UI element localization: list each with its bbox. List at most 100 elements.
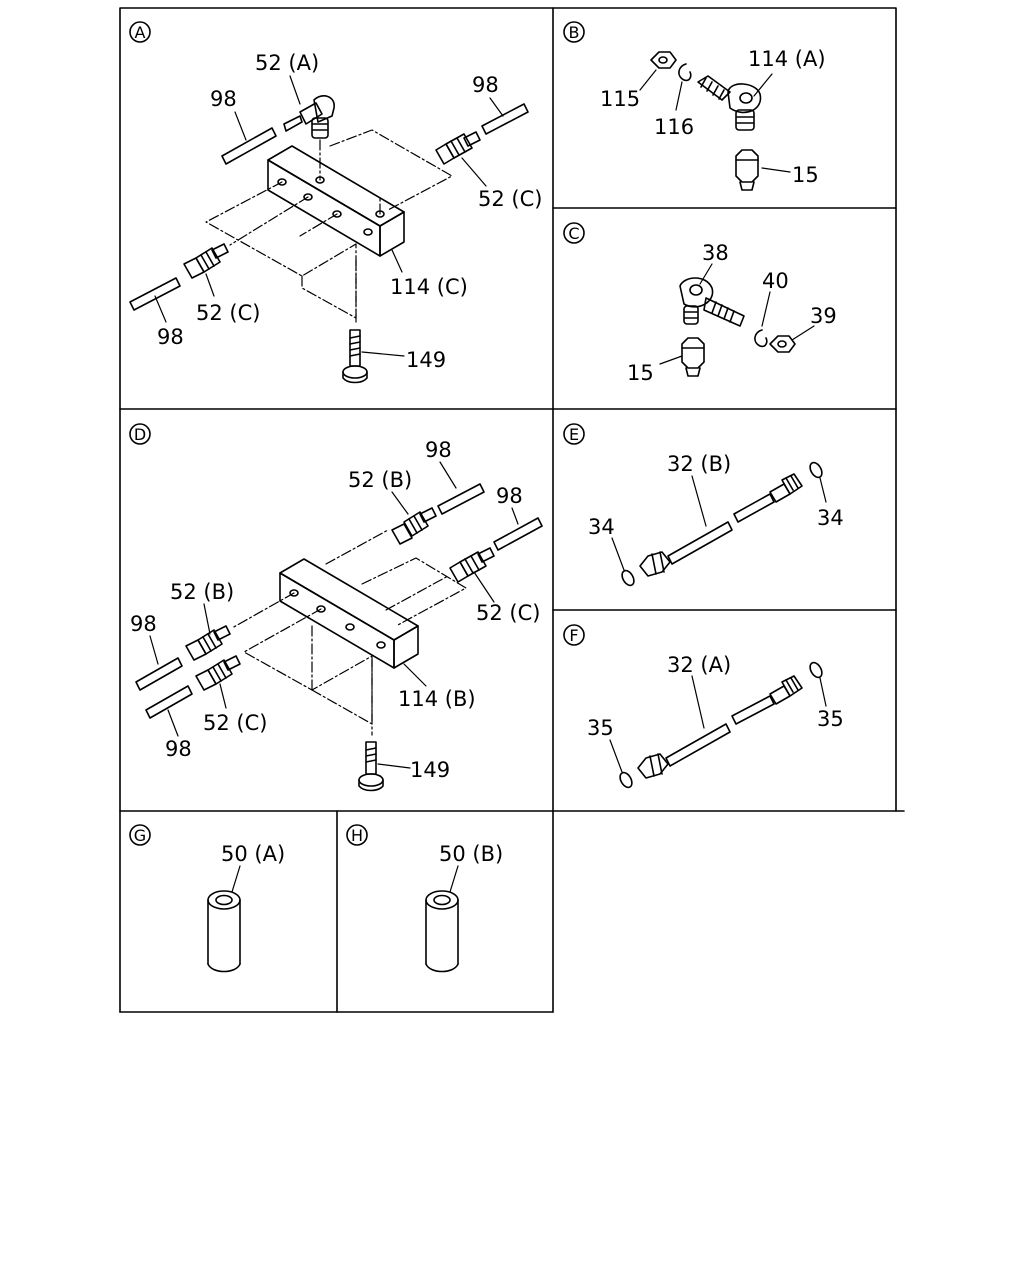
- svg-text:A: A: [135, 23, 146, 42]
- alignment-lines-d: [231, 529, 467, 736]
- panel-letter-e: E: [563, 423, 585, 445]
- fitting-52c-right: [435, 131, 481, 165]
- callout-34-right: 34: [817, 506, 844, 530]
- washer-35-right: [809, 661, 823, 679]
- callout-98-left-2: 98: [165, 737, 192, 761]
- panel-letter-h: H: [346, 824, 368, 846]
- pipe-98-lower-left: [129, 277, 181, 311]
- callout-98-right: 98: [472, 73, 499, 97]
- callout-15-c: 15: [627, 361, 654, 385]
- callout-32a: 32 (A): [667, 653, 731, 677]
- leaders-a: [154, 75, 504, 357]
- fitting-52c-left: [183, 243, 229, 279]
- washer-34-left: [621, 569, 635, 587]
- washer-35-left: [619, 771, 633, 789]
- svg-text:C: C: [568, 224, 579, 243]
- callout-32b: 32 (B): [667, 452, 731, 476]
- callout-52c-left: 52 (C): [196, 301, 260, 325]
- leaders-b: [639, 69, 791, 173]
- panel-grid: [119, 7, 905, 1013]
- callout-98-upper-left: 98: [210, 87, 237, 111]
- callout-52c-left-d: 52 (C): [203, 711, 267, 735]
- plug-15-c: [681, 337, 705, 377]
- callout-52a: 52 (A): [255, 51, 319, 75]
- svg-text:F: F: [569, 626, 578, 645]
- washer-34-right: [809, 461, 823, 479]
- pipe-98-left-2: [145, 685, 193, 719]
- callout-38: 38: [702, 241, 729, 265]
- nut-39: [769, 335, 796, 353]
- callout-52c-right-d: 52 (C): [476, 601, 540, 625]
- banjo-38: [679, 277, 745, 327]
- banjo-114a: [697, 75, 762, 131]
- callout-50b: 50 (B): [439, 842, 503, 866]
- callout-114a: 114 (A): [748, 47, 826, 71]
- nut-115: [650, 51, 677, 69]
- callout-115: 115: [600, 87, 640, 111]
- panel-d: D: [129, 423, 543, 792]
- pipe-98-top-1: [437, 483, 485, 515]
- callout-52c-right: 52 (C): [478, 187, 542, 211]
- callout-98-top-2: 98: [496, 484, 523, 508]
- callout-40: 40: [762, 269, 789, 293]
- alignment-lines-a: [205, 129, 453, 323]
- callout-50a: 50 (A): [221, 842, 285, 866]
- panel-letter-f: F: [563, 624, 585, 646]
- callout-114b: 114 (B): [398, 687, 476, 711]
- callout-98-left-1: 98: [130, 612, 157, 636]
- leader-50a: [231, 865, 241, 893]
- leaders-c: [659, 263, 815, 365]
- panel-letter-b: B: [563, 21, 585, 43]
- plug-15-b: [735, 149, 759, 191]
- snap-ring-116: [678, 63, 692, 82]
- callout-98-top-1: 98: [425, 438, 452, 462]
- svg-text:G: G: [134, 826, 146, 845]
- callout-116: 116: [654, 115, 694, 139]
- svg-text:B: B: [569, 23, 580, 42]
- panel-letter-a: A: [129, 21, 151, 43]
- panel-b: B: [563, 21, 826, 191]
- svg-text:H: H: [351, 826, 363, 845]
- leaders-e: [611, 475, 827, 571]
- leaders-d: [149, 461, 519, 769]
- leader-50b: [449, 865, 459, 893]
- callout-52b-left: 52 (B): [170, 580, 234, 604]
- fitting-52b-left: [185, 625, 231, 661]
- callout-35-right: 35: [817, 707, 844, 731]
- callout-52b-top: 52 (B): [348, 468, 412, 492]
- pipe-98-left-1: [135, 657, 183, 691]
- panel-g: G 50 (A): [129, 824, 285, 973]
- panel-c: C: [563, 222, 837, 385]
- leaders-f: [609, 675, 827, 773]
- callout-15-b: 15: [792, 163, 819, 187]
- callout-35-left: 35: [587, 716, 614, 740]
- panel-letter-g: G: [129, 824, 151, 846]
- callout-34-left: 34: [588, 515, 615, 539]
- distribution-block-114b: [279, 558, 419, 669]
- distribution-block-114c: [267, 145, 405, 257]
- elbow-fitting-52a: [283, 95, 335, 139]
- pipe-98-top-2: [493, 517, 543, 551]
- panel-f: F 32 (A) 35 35: [563, 624, 844, 789]
- panel-h: H 50 (B): [346, 824, 503, 973]
- callout-98-lower-left: 98: [157, 325, 184, 349]
- fitting-52b-top: [391, 507, 437, 545]
- bolt-149-d: [358, 741, 384, 792]
- sleeve-50b: [425, 890, 459, 973]
- snap-ring-40: [754, 329, 768, 348]
- fitting-52c-right-d: [449, 547, 495, 583]
- panel-a: A: [129, 21, 542, 384]
- callout-149-d: 149: [410, 758, 450, 782]
- panel-letter-c: C: [563, 222, 585, 244]
- fitting-52c-left-d: [195, 655, 241, 691]
- callout-114c: 114 (C): [390, 275, 468, 299]
- svg-text:D: D: [134, 425, 146, 444]
- sleeve-50a: [207, 890, 241, 973]
- pipe-98-right: [481, 103, 529, 135]
- callout-149-a: 149: [406, 348, 446, 372]
- pipe-98-upper-left: [221, 127, 277, 165]
- bolt-149-a: [342, 329, 368, 384]
- callout-39: 39: [810, 304, 837, 328]
- panel-letter-d: D: [129, 423, 151, 445]
